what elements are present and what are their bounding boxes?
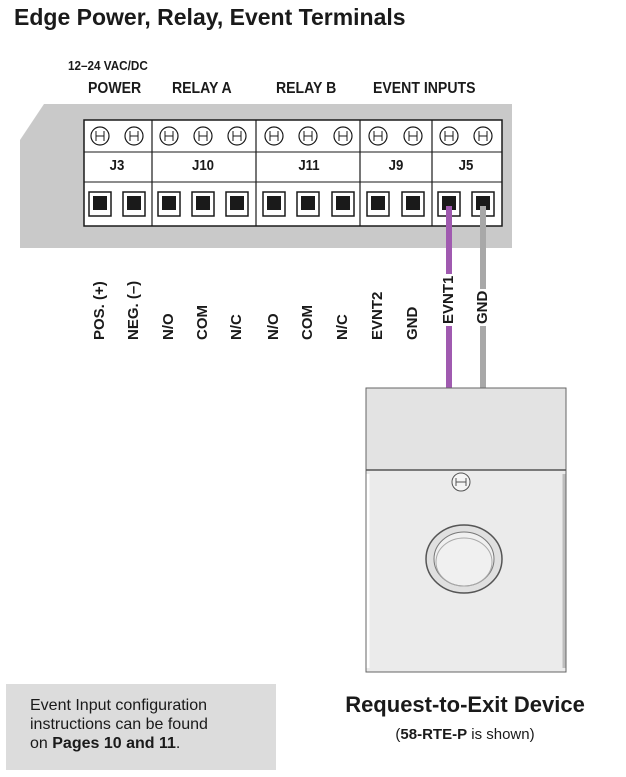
terminal-clamp xyxy=(296,191,320,217)
terminal-clamp xyxy=(225,191,249,217)
screw-icon xyxy=(333,126,353,146)
terminal-label: POS. (+) xyxy=(91,281,108,340)
connector-label-j5: J5 xyxy=(458,157,474,174)
screw-icon xyxy=(473,126,493,146)
terminal-clamp xyxy=(262,191,286,217)
terminal-clamps xyxy=(88,191,495,217)
device-title: Request-to-Exit Device xyxy=(345,692,585,717)
connector-dividers xyxy=(151,120,433,226)
terminal-label: GND xyxy=(404,306,421,340)
note-line-3-suffix: . xyxy=(175,735,181,752)
device-subtitle: (58-RTE-P is shown) xyxy=(395,726,535,743)
screw-icon xyxy=(298,126,318,146)
terminal-clamp xyxy=(157,191,181,217)
group-label-event-inputs: EVENT INPUTS xyxy=(373,80,476,97)
terminal-label: N/C xyxy=(334,314,351,340)
note-line-1: Event Input configuration xyxy=(30,697,208,714)
connector-label-j9: J9 xyxy=(388,157,403,174)
terminal-label: EVNT2 xyxy=(369,291,386,340)
group-label-relay-a: RELAY A xyxy=(172,80,232,97)
terminal-label: GND xyxy=(474,288,491,326)
terminal-clamp xyxy=(331,191,355,217)
group-label-power: POWER xyxy=(88,80,142,97)
terminal-screws xyxy=(90,126,493,146)
terminal-clamp xyxy=(122,191,146,217)
screw-icon xyxy=(159,126,179,146)
request-to-exit-device xyxy=(365,387,567,673)
terminal-clamp xyxy=(366,191,390,217)
terminal-label: NEG. (–) xyxy=(125,280,142,340)
screw-icon xyxy=(368,126,388,146)
screw-icon xyxy=(227,126,247,146)
terminal-clamp xyxy=(401,191,425,217)
screw-icon xyxy=(264,126,284,146)
exit-push-button xyxy=(425,524,503,594)
note-line-3-prefix: on xyxy=(30,735,53,752)
screw-icon xyxy=(90,126,110,146)
connector-label-j10: J10 xyxy=(191,157,215,174)
terminal-label: COM xyxy=(299,305,316,340)
screw-icon xyxy=(124,126,144,146)
device-model: 58-RTE-P xyxy=(400,726,468,743)
group-label-relay-b: RELAY B xyxy=(276,80,337,97)
mounting-screw-icon xyxy=(451,472,471,492)
terminal-label: N/O xyxy=(265,313,282,340)
note-page-reference: Pages 10 and 11 xyxy=(52,735,176,752)
supply-voltage-label: 12–24 VAC/DC xyxy=(68,58,148,73)
screw-icon xyxy=(193,126,213,146)
diagram-title: Edge Power, Relay, Event Terminals xyxy=(14,4,406,30)
screw-icon xyxy=(403,126,423,146)
terminal-clamp xyxy=(88,191,112,217)
config-note: Event Input configuration instructions c… xyxy=(6,684,276,770)
terminal-label: EVNT1 xyxy=(440,273,457,326)
terminal-label: N/C xyxy=(228,314,245,340)
terminal-clamp xyxy=(191,191,215,217)
screw-icon xyxy=(439,126,459,146)
terminal-label: N/O xyxy=(160,313,177,340)
connector-label-j11: J11 xyxy=(297,157,320,174)
note-line-2: instructions can be found xyxy=(30,716,208,733)
connector-label-j3: J3 xyxy=(109,157,125,174)
terminal-label: COM xyxy=(194,305,211,340)
